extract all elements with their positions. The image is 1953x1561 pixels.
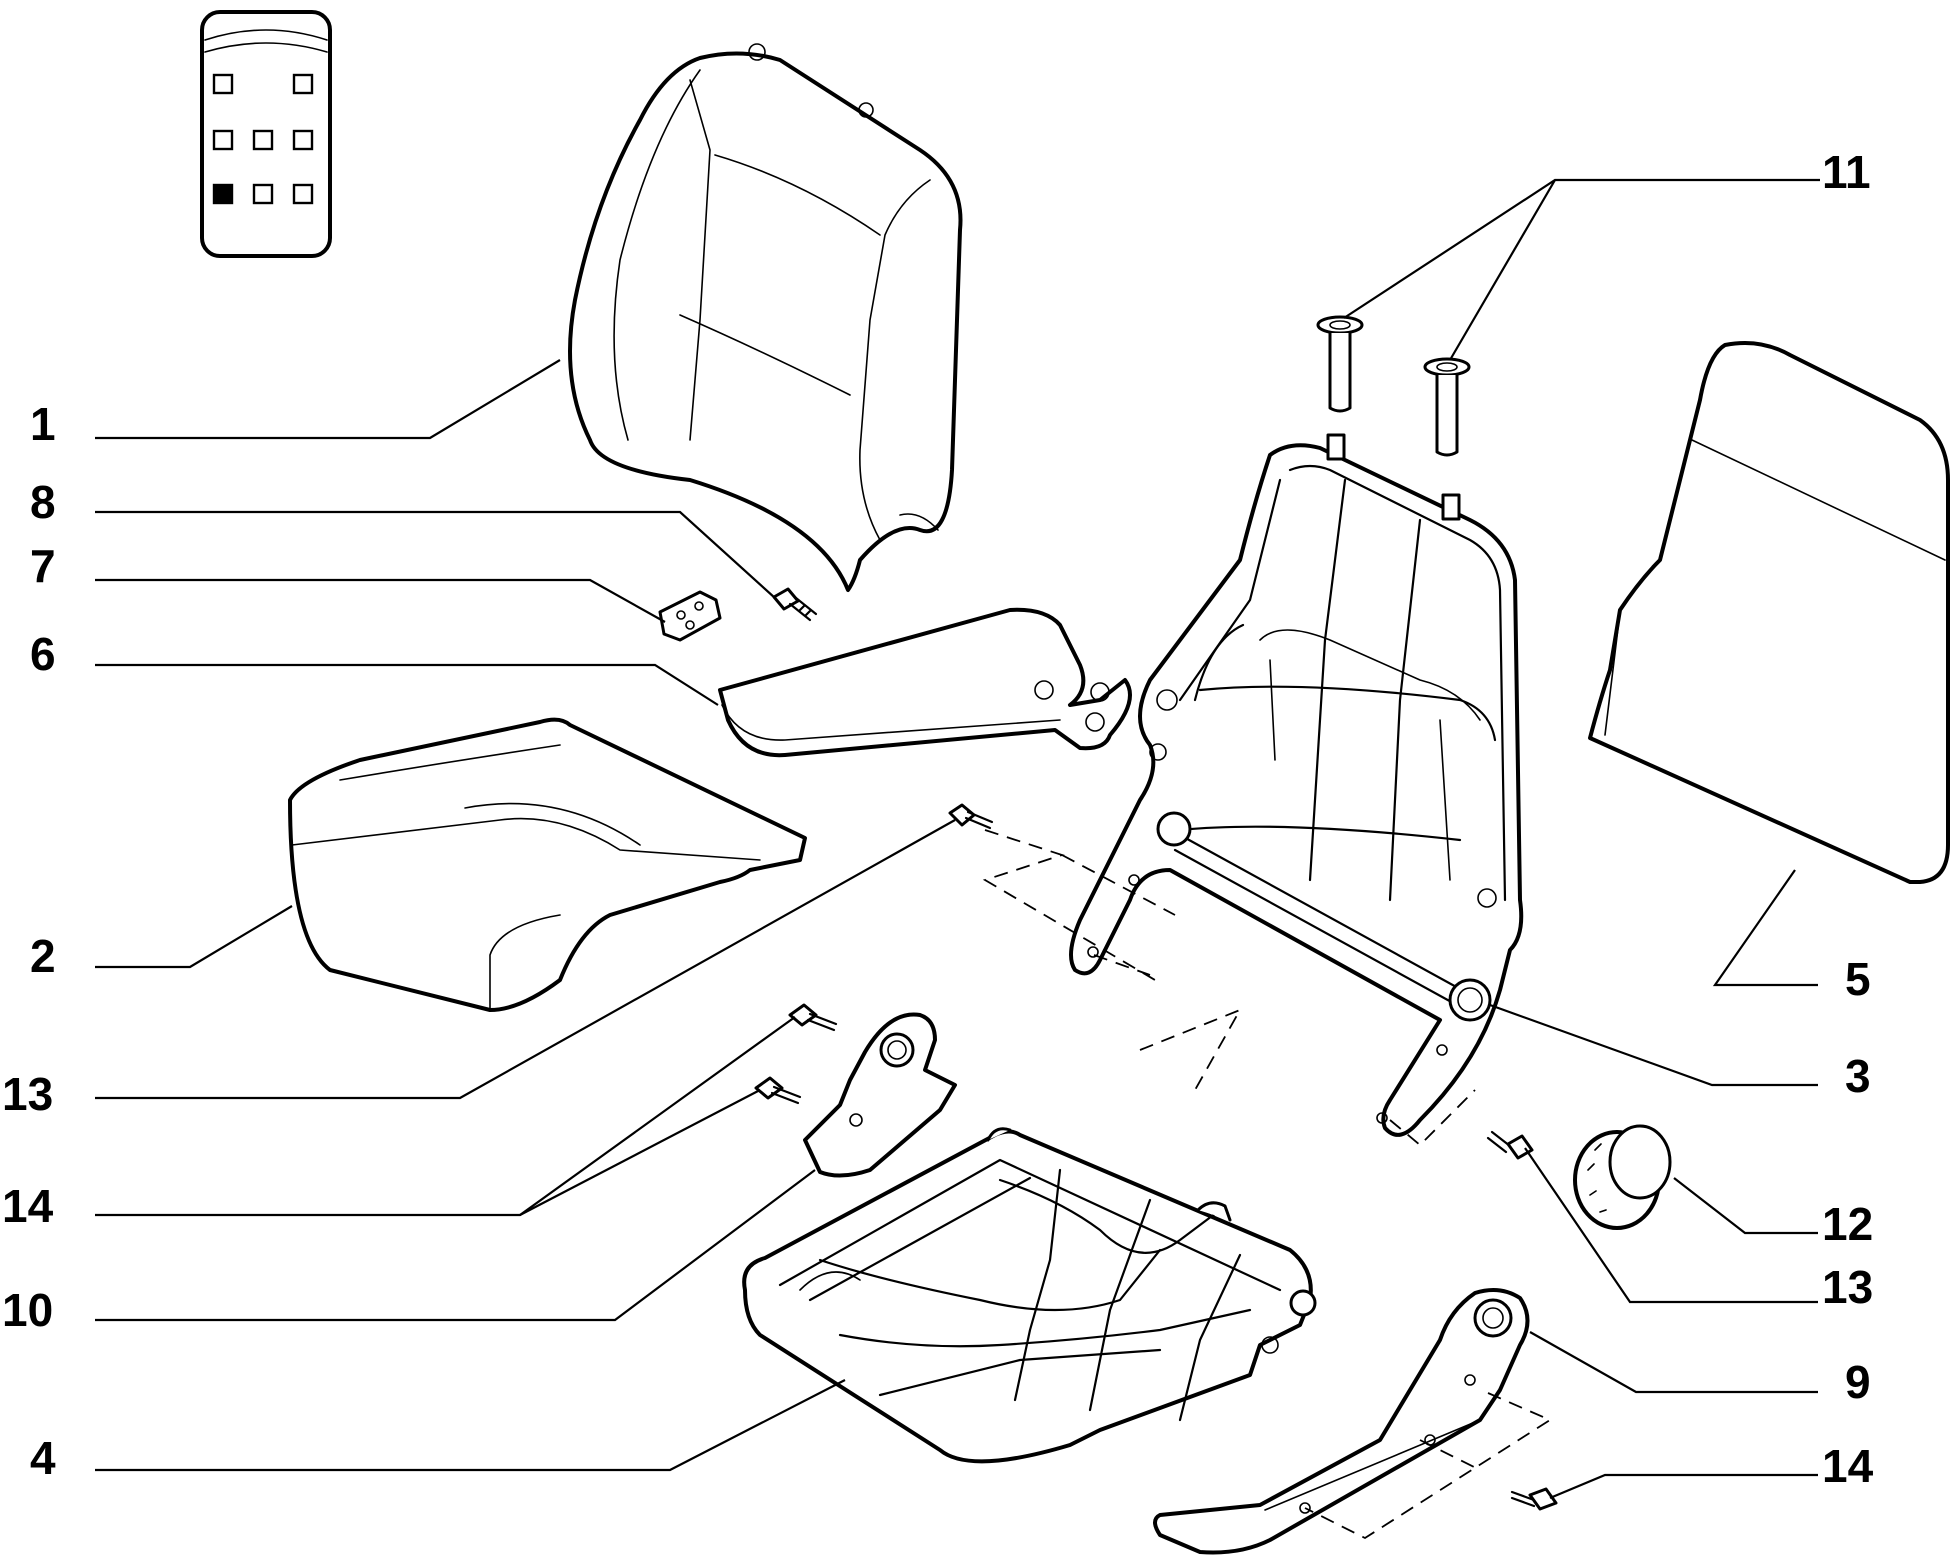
seat-locator-icon [200, 10, 332, 258]
callout-13-right: 13 [1822, 1261, 1873, 1313]
part-13-bolt-upper [948, 803, 994, 830]
part-8-bolt [772, 587, 818, 622]
part-3-backrest-frame [1069, 433, 1524, 1137]
callout-10: 10 [2, 1284, 53, 1336]
part-9-side-lever [1153, 1287, 1530, 1555]
part-2-seat-cushion [288, 717, 807, 1012]
callout-4: 4 [30, 1432, 56, 1484]
leader-lines [95, 178, 1820, 1500]
seat-cell [292, 129, 314, 151]
callout-14-left: 14 [2, 1180, 54, 1232]
seat-cell [292, 73, 314, 95]
callout-11: 11 [1822, 146, 1871, 198]
callout-1: 1 [30, 398, 56, 450]
callout-12: 12 [1822, 1198, 1873, 1250]
seat-cell [292, 183, 314, 205]
part-5-rear-panel [1588, 341, 1950, 884]
seat-cell-selected [212, 183, 234, 205]
part-4-seat-frame [742, 1127, 1317, 1464]
callout-14-right: 14 [1822, 1440, 1874, 1492]
callout-8: 8 [30, 476, 56, 528]
seat-cell [212, 129, 234, 151]
callout-7: 7 [30, 540, 56, 592]
seat-cell [252, 183, 274, 205]
callout-6: 6 [30, 628, 56, 680]
callout-3: 3 [1845, 1050, 1871, 1102]
part-12-knob [1573, 1124, 1672, 1230]
seat-cell [212, 73, 234, 95]
alignment-lines [982, 829, 1552, 1540]
part-14-bolt-lower [1510, 1487, 1558, 1511]
callout-13-left: 13 [2, 1068, 53, 1120]
part-14-bolt-a [788, 1003, 838, 1032]
part-1-backrest-cover [568, 43, 963, 592]
part-13-bolt-lower [1486, 1130, 1534, 1160]
part-10-bracket [803, 1012, 957, 1178]
part-14-bolt-b [754, 1076, 802, 1105]
callout-9: 9 [1845, 1356, 1871, 1408]
part-11-headrest-guides [1316, 315, 1471, 457]
callout-5: 5 [1845, 953, 1871, 1005]
part-6-armrest [718, 607, 1132, 758]
seat-cell [252, 129, 274, 151]
part-7-clip [658, 590, 722, 642]
callout-labels: 1 8 7 6 2 13 14 10 4 11 5 3 12 13 9 14 [2, 146, 1874, 1492]
callout-2: 2 [30, 930, 56, 982]
